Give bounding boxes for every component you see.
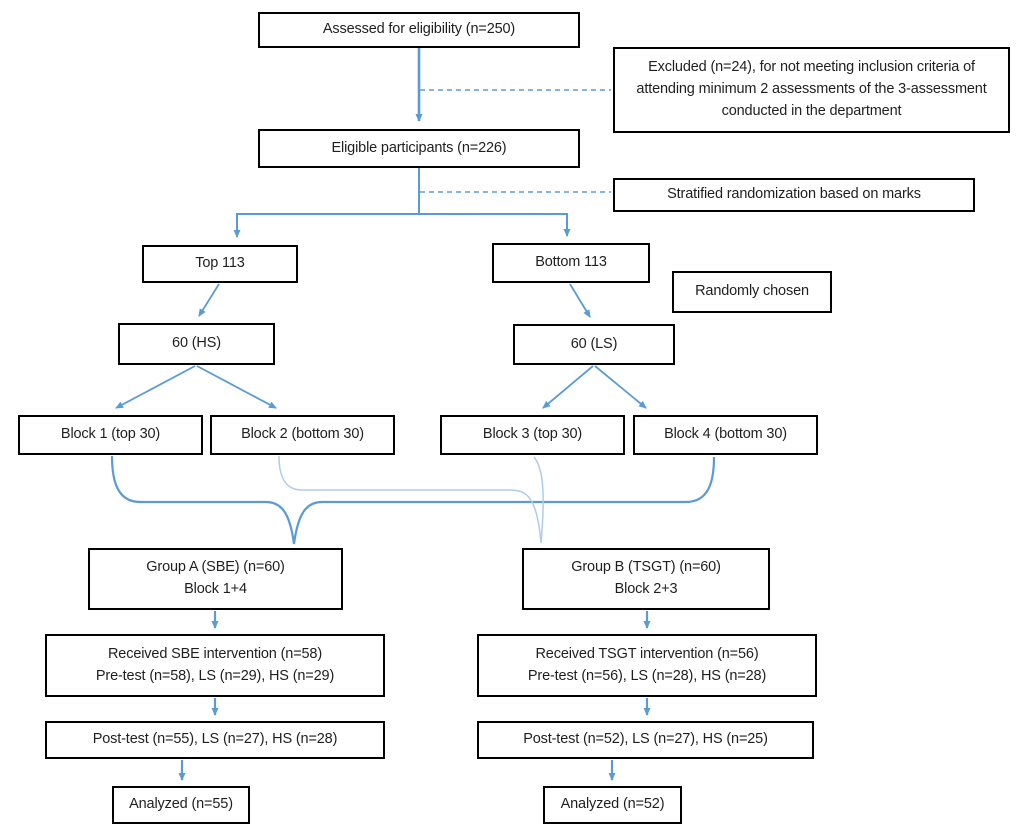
- box-analyzed-group-b: Analyzed (n=52): [543, 786, 682, 824]
- arrow-60ls-to-block4: [594, 365, 647, 409]
- box-60-hs: 60 (HS): [118, 323, 275, 365]
- tsgt-pretest-line: Pre-test (n=56), LS (n=28), HS (n=28): [527, 667, 767, 684]
- box-block-4: Block 4 (bottom 30): [633, 415, 818, 455]
- arrow-60hs-to-block2: [196, 365, 277, 409]
- box-top-113: Top 113: [142, 245, 298, 283]
- tsgt-intervention-line: Received TSGT intervention (n=56): [535, 645, 759, 662]
- box-posttest-group-a: Post-test (n=55), LS (n=27), HS (n=28): [45, 721, 385, 759]
- box-group-a: Group A (SBE) (n=60) Block 1+4: [88, 548, 343, 610]
- arrow-top113-to-60hs: [198, 283, 220, 317]
- sbe-intervention-line: Received SBE intervention (n=58): [107, 645, 323, 662]
- box-analyzed-group-a: Analyzed (n=55): [112, 786, 250, 824]
- box-assessed-eligibility: Assessed for eligibility (n=250): [258, 12, 580, 48]
- brace-block1-block4-to-groupA: [110, 455, 716, 545]
- box-group-b: Group B (TSGT) (n=60) Block 2+3: [522, 548, 770, 610]
- group-b-title: Group B (TSGT) (n=60): [571, 559, 721, 576]
- group-a-title: Group A (SBE) (n=60): [146, 559, 285, 576]
- group-a-blocks: Block 1+4: [184, 581, 247, 597]
- box-bottom-113: Bottom 113: [492, 243, 650, 283]
- arrow-60ls-to-block3: [542, 365, 594, 409]
- box-excluded-note: Excluded (n=24), for not meeting inclusi…: [613, 47, 1010, 133]
- box-posttest-group-b: Post-test (n=52), LS (n=27), HS (n=25): [477, 721, 814, 759]
- box-eligible-participants: Eligible participants (n=226): [258, 129, 580, 168]
- box-received-sbe-intervention: Received SBE intervention (n=58) Pre-tes…: [45, 634, 385, 697]
- box-randomly-chosen-note: Randomly chosen: [672, 271, 832, 313]
- box-stratified-randomization-note: Stratified randomization based on marks: [613, 178, 975, 212]
- sbe-pretest-line: Pre-test (n=58), LS (n=29), HS (n=29): [95, 667, 335, 684]
- arrow-60hs-to-block1: [115, 365, 196, 409]
- box-block-2: Block 2 (bottom 30): [210, 415, 395, 455]
- box-60-ls: 60 (LS): [513, 324, 675, 365]
- group-b-blocks: Block 2+3: [614, 581, 678, 597]
- box-block-3: Block 3 (top 30): [440, 415, 625, 455]
- brace-block2-block3-to-groupB: [278, 455, 544, 544]
- box-received-tsgt-intervention: Received TSGT intervention (n=56) Pre-te…: [477, 634, 817, 697]
- arrow-bottom113-to-60ls: [569, 283, 591, 318]
- box-block-1: Block 1 (top 30): [18, 415, 203, 455]
